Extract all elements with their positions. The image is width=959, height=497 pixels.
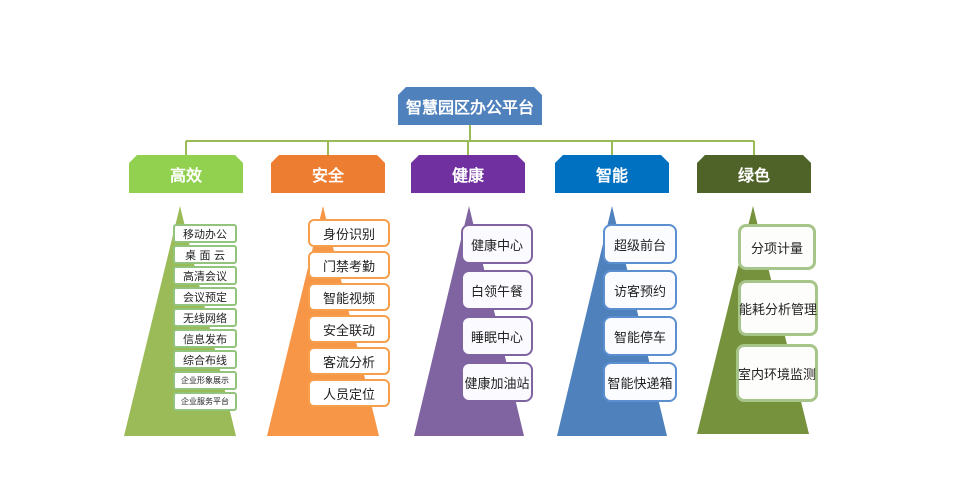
item-info-publish: 信息发布	[173, 329, 237, 348]
category-header: 绿色	[697, 155, 811, 193]
item-sub-metering: 分项计量	[738, 224, 816, 270]
category-header: 智能	[555, 155, 669, 193]
item-corporate-image: 企业形象展示	[173, 371, 237, 390]
item-smart-video: 智能视频	[308, 283, 390, 311]
item-white-collar-lunch: 白领午餐	[461, 270, 533, 310]
item-wireless-network: 无线网络	[173, 308, 237, 327]
category-header: 高效	[129, 155, 243, 193]
item-health-station: 健康加油站	[461, 362, 533, 402]
item-super-reception: 超级前台	[603, 224, 677, 264]
item-hd-meeting: 高清会议	[173, 266, 237, 285]
category-header: 安全	[271, 155, 385, 193]
root-node: 智慧园区办公平台	[398, 87, 542, 125]
item-energy-analysis: 能耗分析管理	[738, 280, 818, 336]
item-cabling: 综合布线	[173, 350, 237, 369]
item-mobile-office: 移动办公	[173, 224, 237, 243]
item-smart-locker: 智能快递箱	[603, 362, 677, 402]
item-sleep-center: 睡眠中心	[461, 316, 533, 356]
item-flow-analysis: 客流分析	[308, 347, 390, 375]
item-visitor-booking: 访客预约	[603, 270, 677, 310]
item-smart-parking: 智能停车	[603, 316, 677, 356]
item-access-attendance: 门禁考勤	[308, 251, 390, 279]
item-enterprise-service: 企业服务平台	[173, 392, 237, 411]
item-meeting-booking: 会议预定	[173, 287, 237, 306]
item-security-linkage: 安全联动	[308, 315, 390, 343]
item-health-center: 健康中心	[461, 224, 533, 264]
category-header: 健康	[411, 155, 525, 193]
item-identity: 身份识别	[308, 219, 390, 247]
item-indoor-monitoring: 室内环境监测	[736, 344, 818, 402]
item-desktop-cloud: 桌 面 云	[173, 245, 237, 264]
item-personnel-location: 人员定位	[308, 379, 390, 407]
